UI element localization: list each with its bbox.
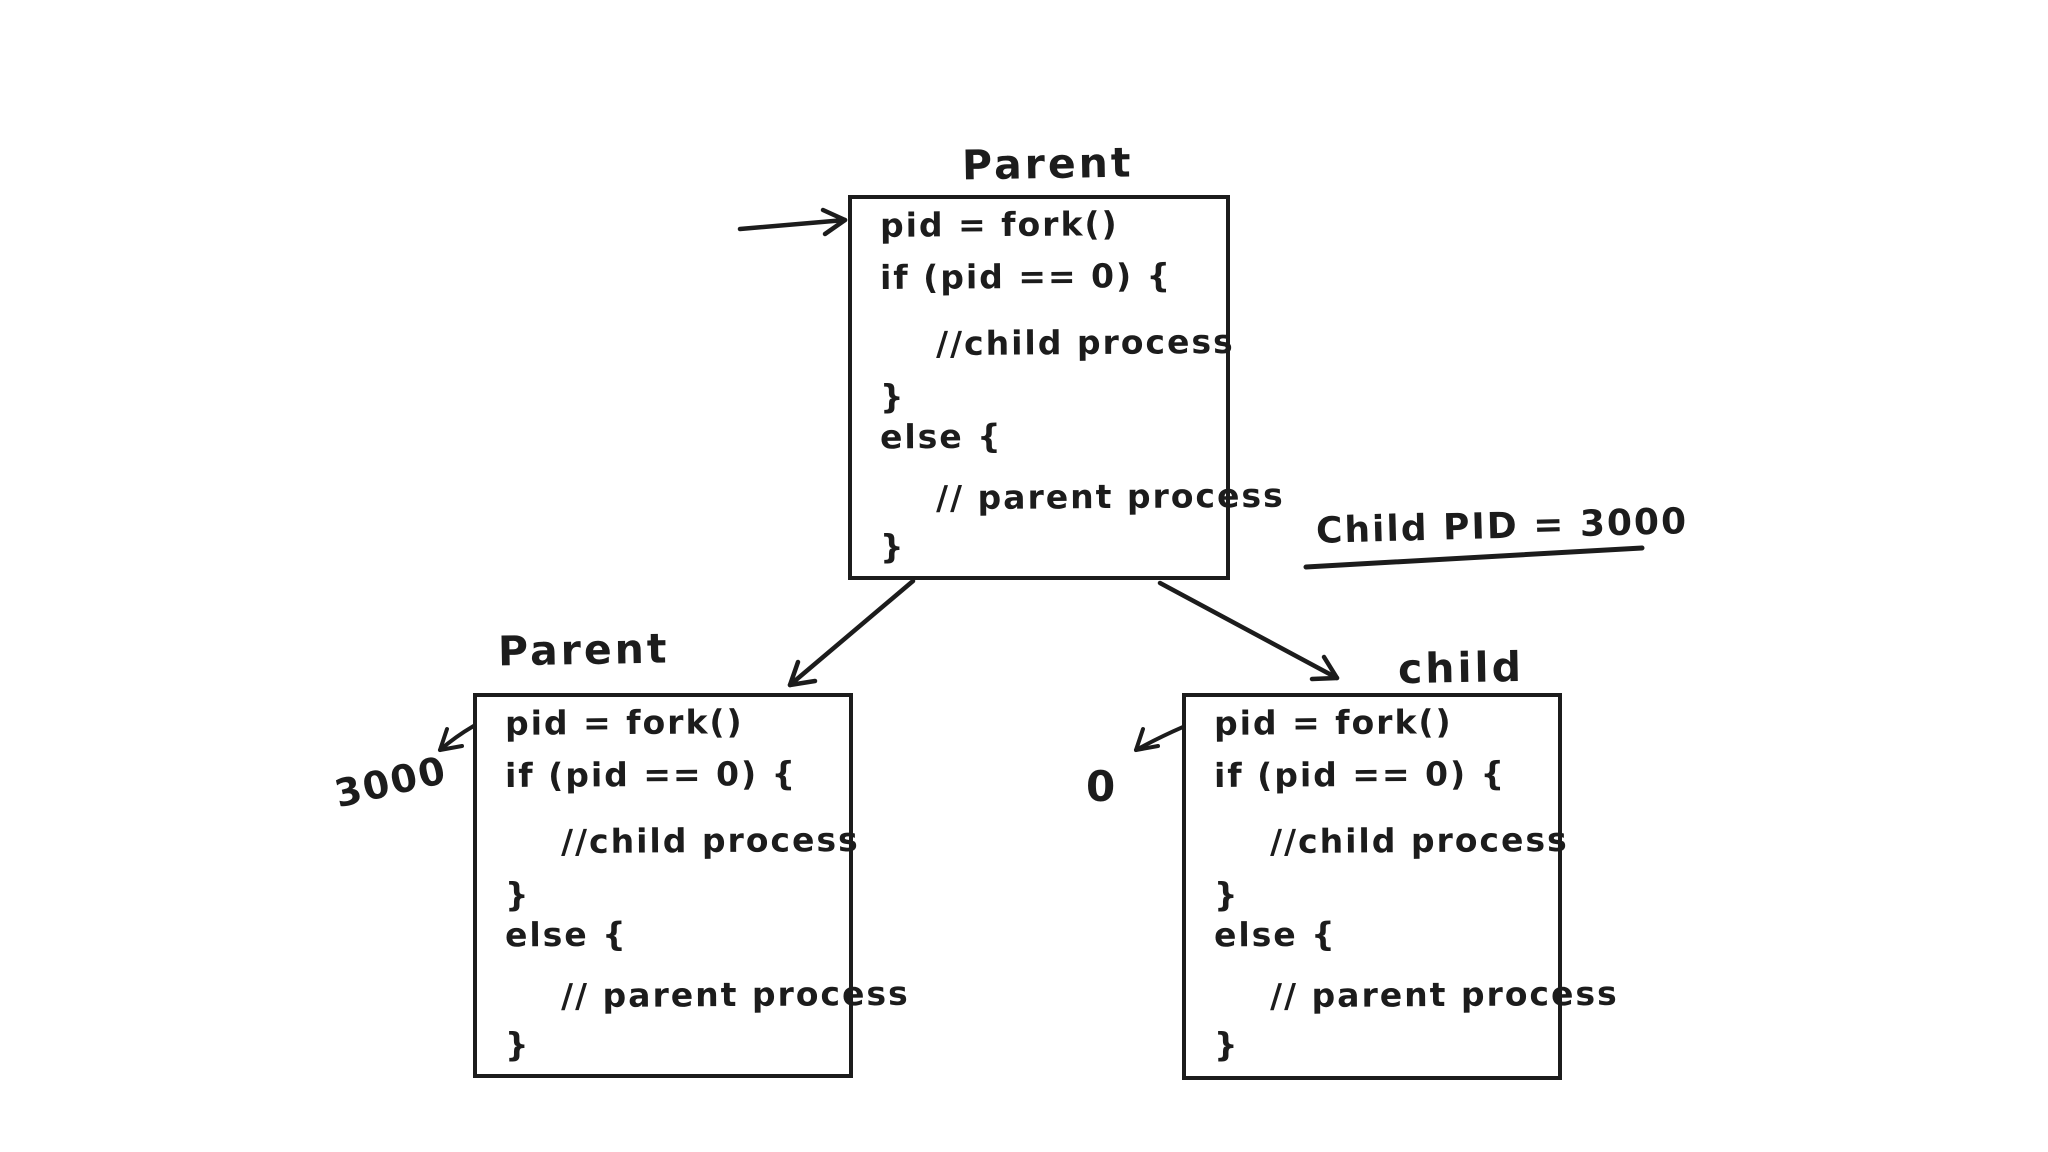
- code-line: pid = fork(): [1213, 702, 1453, 743]
- child-pid-note: Child PID = 3000: [1315, 501, 1689, 552]
- parent-after-fork-box: pid = fork() if (pid == 0) { //child pro…: [473, 693, 910, 1078]
- right-box-title: child: [1397, 642, 1525, 694]
- code-line: // parent process: [560, 973, 910, 1016]
- parent-fork-return-value: 3000: [330, 747, 452, 817]
- code-line: pid = fork(): [879, 204, 1119, 245]
- child-process-box: pid = fork() if (pid == 0) { //child pro…: [1182, 693, 1619, 1080]
- code-line: }: [879, 376, 906, 417]
- code-line: //child process: [935, 321, 1235, 364]
- code-line: //child process: [1269, 819, 1569, 862]
- entry-arrow-icon: [737, 207, 848, 237]
- fork-arrow-to-parent-icon: [787, 578, 916, 688]
- code-line: if (pid == 0) {: [879, 255, 1173, 298]
- fork-arrow-to-child-icon: [1157, 580, 1340, 682]
- code-line: }: [1213, 874, 1240, 915]
- code-line: }: [504, 874, 531, 915]
- note-underline: [1303, 545, 1645, 570]
- code-line: }: [504, 1024, 531, 1065]
- code-line: pid = fork(): [504, 702, 744, 743]
- code-line: //child process: [560, 819, 860, 862]
- code-line: if (pid == 0) {: [504, 753, 798, 796]
- parent-process-box: pid = fork() if (pid == 0) { //child pro…: [848, 195, 1285, 580]
- code-line: }: [1213, 1024, 1240, 1065]
- top-box-title: Parent: [961, 138, 1134, 190]
- code-line: }: [879, 526, 906, 567]
- code-line: else {: [1213, 914, 1337, 955]
- code-line: else {: [879, 416, 1003, 457]
- code-line: // parent process: [935, 475, 1285, 518]
- left-box-title: Parent: [497, 624, 670, 676]
- code-line: if (pid == 0) {: [1213, 753, 1507, 796]
- code-line: // parent process: [1269, 973, 1619, 1016]
- code-line: else {: [504, 914, 628, 955]
- child-fork-return-value: 0: [1086, 762, 1118, 811]
